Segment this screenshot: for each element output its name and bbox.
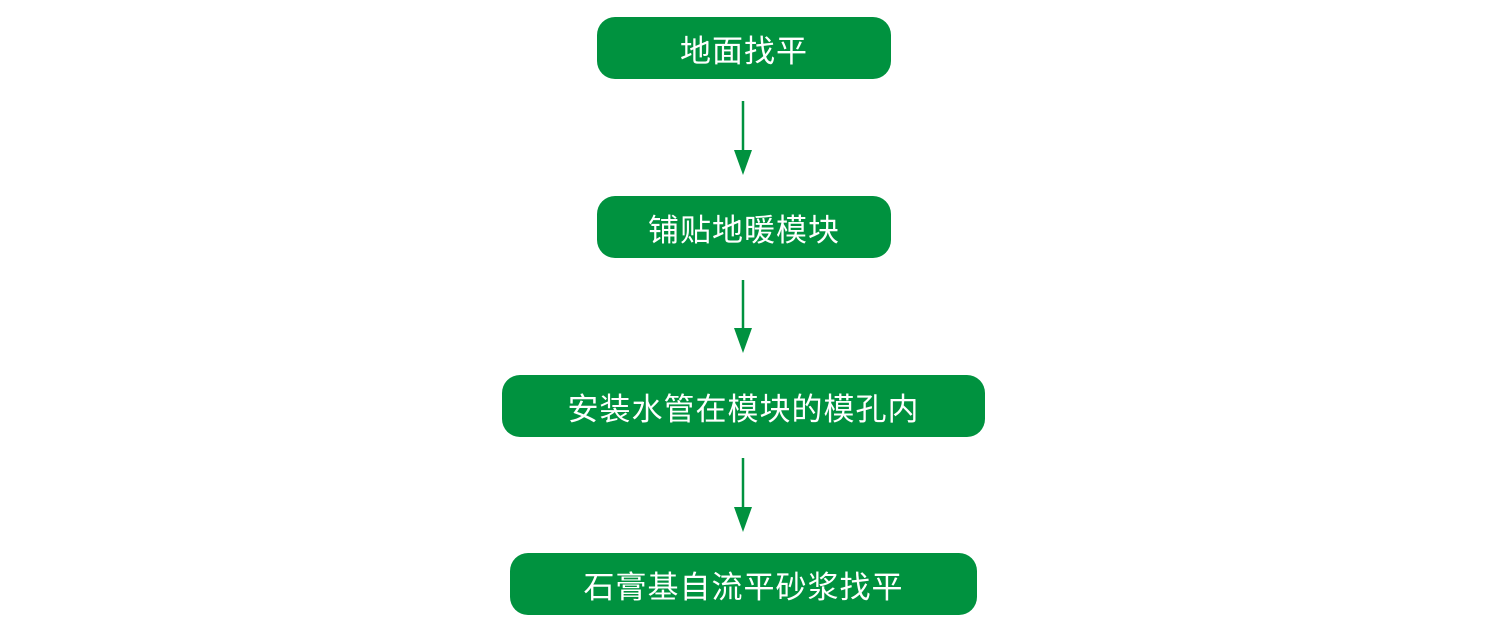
arrow-step2-to-step3 xyxy=(734,280,752,353)
arrow-step1-to-step2 xyxy=(734,101,752,175)
step-node-self-leveling-mortar: 石膏基自流平砂浆找平 xyxy=(510,553,977,615)
step-label: 安装水管在模块的模孔内 xyxy=(567,391,920,428)
step-label: 地面找平 xyxy=(680,33,808,70)
step-label: 铺贴地暖模块 xyxy=(648,212,840,249)
step-node-install-water-pipes: 安装水管在模块的模孔内 xyxy=(502,375,985,437)
step-label: 石膏基自流平砂浆找平 xyxy=(583,569,904,606)
step-node-ground-leveling: 地面找平 xyxy=(597,17,891,79)
arrow-step3-to-step4 xyxy=(734,458,752,532)
step-node-lay-heating-modules: 铺贴地暖模块 xyxy=(597,196,891,258)
